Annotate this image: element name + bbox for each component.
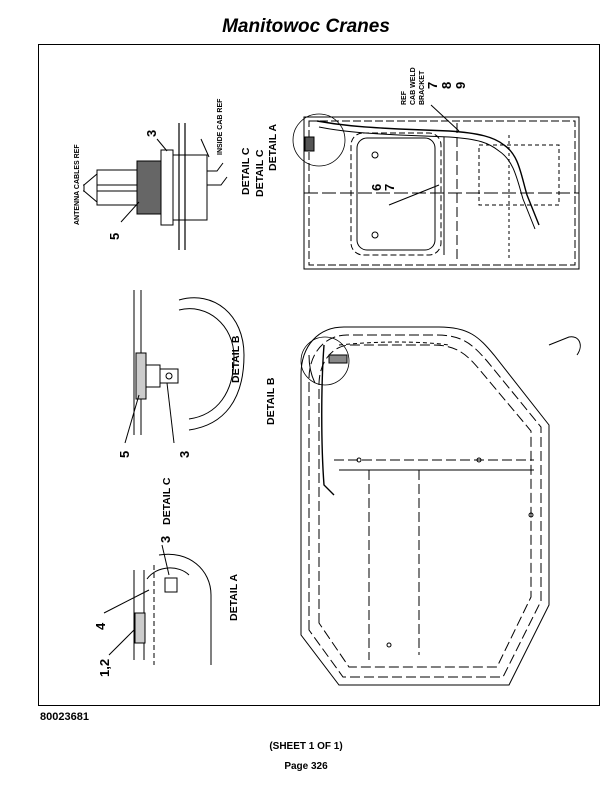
detail-a-title: DETAIL A	[228, 574, 240, 621]
callout-3-detail-a: 3	[158, 536, 173, 543]
callout-5-detail-c: 5	[107, 233, 122, 240]
front-view-detail-a-ref: DETAIL A	[267, 124, 279, 171]
cab-side-view	[300, 326, 581, 686]
page-number: Page 326	[284, 761, 328, 772]
callout-3-detail-c: 3	[144, 130, 159, 137]
drawing-labels: ANTENNA CABLES REF INSIDE CAB REF 3 5 DE…	[74, 67, 468, 677]
callout-9-front: 9	[453, 82, 468, 89]
inside-cab-ref-label: INSIDE CAB REF	[217, 98, 224, 155]
cab-antenna-drawing: ANTENNA CABLES REF INSIDE CAB REF 3 5 DE…	[74, 67, 581, 686]
detail-b-title: DETAIL B	[230, 335, 242, 383]
callout-6-front: 6	[369, 184, 384, 191]
cab-front-view	[292, 104, 580, 270]
antenna-cables-ref-label: ANTENNA CABLES REF	[74, 144, 81, 225]
callout-7-front-lower: 7	[382, 184, 397, 191]
detail-b-drawing	[124, 290, 245, 444]
sheet-indicator: (SHEET 1 OF 1)	[269, 741, 343, 752]
detail-c-drawing	[83, 123, 228, 250]
callout-7-front-upper: 7	[425, 82, 440, 89]
front-view-detail-c-ref: DETAIL C	[254, 149, 266, 197]
side-view-detail-b-ref: DETAIL B	[265, 377, 277, 425]
document-number: 80023681	[40, 711, 89, 723]
callout-5-detail-b: 5	[117, 451, 132, 458]
detail-c-title: DETAIL C	[240, 147, 252, 195]
ref-label-line1: REF	[401, 90, 408, 105]
callout-1-2-detail-a: 1,2	[97, 659, 112, 677]
detail-a-drawing	[103, 544, 212, 665]
drawing-frame: ANTENNA CABLES REF INSIDE CAB REF 3 5 DE…	[38, 44, 600, 706]
page-title: Manitowoc Cranes	[222, 16, 390, 37]
callout-4-detail-a: 4	[93, 622, 108, 630]
callout-3-detail-b: 3	[177, 451, 192, 458]
detail-c-ref-label: DETAIL C	[161, 477, 173, 525]
callout-8-front: 8	[439, 82, 454, 89]
ref-label-line3: BRACKET	[419, 70, 426, 105]
ref-label-line2: CAB WELD	[410, 67, 417, 105]
